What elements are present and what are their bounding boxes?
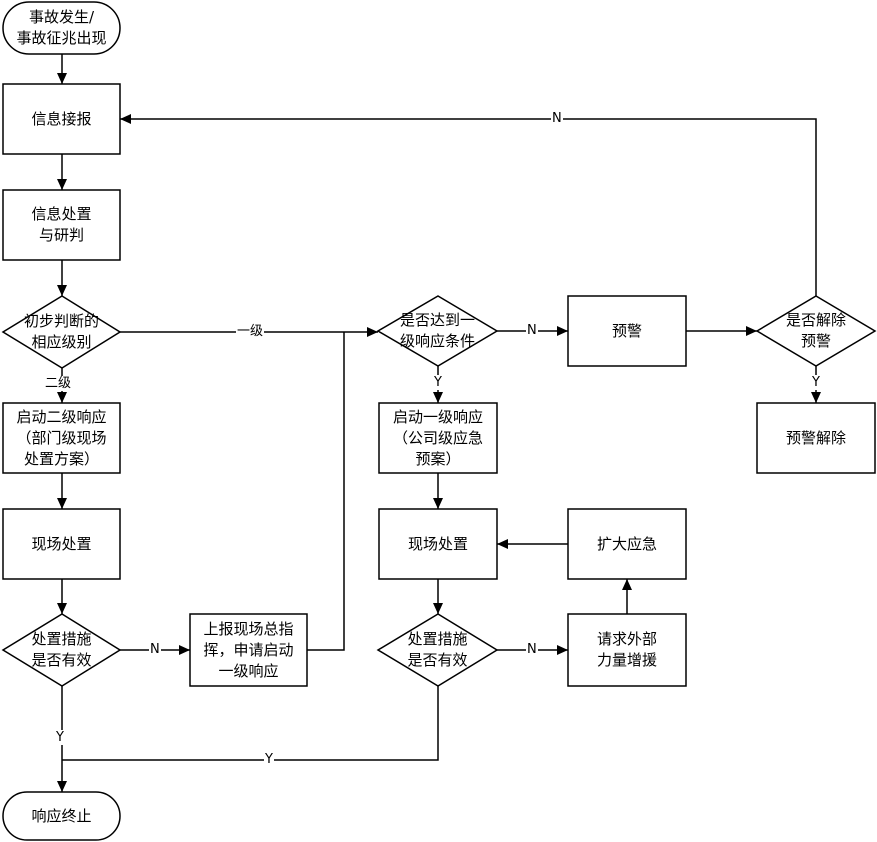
edge-label-yes-end-left: Y: [55, 730, 65, 745]
edge-label-no-escalate: N: [149, 642, 161, 657]
edge-label-yes-end-right: Y: [264, 752, 274, 767]
onsite-right-label: 现场处置: [407, 534, 468, 553]
analyze-box: [2, 189, 121, 261]
expand-box: [567, 508, 687, 580]
warning-box: [567, 295, 687, 367]
edge-lifted-q-report: [120, 114, 817, 296]
warning-lifted-box: [756, 402, 876, 474]
effective-left-label: 处置措施 是否有效: [31, 630, 92, 669]
end-label: 响应终止: [31, 806, 92, 825]
warning-label: 预警: [611, 321, 642, 340]
reach-level1-label: 是否达到一 级响应条件: [399, 311, 475, 350]
start-level2-box: [2, 402, 121, 474]
warning-lifted-q-label: 是否解除 预警: [785, 311, 846, 350]
report-label: 信息接报: [31, 109, 92, 128]
edge-label-level1: 一级: [236, 324, 265, 339]
start-level2-label: 启动二级响应 （部门级现场 处置方案）: [16, 407, 107, 468]
onsite-left-box: [2, 508, 121, 580]
edge-effective-right-end: [62, 686, 439, 761]
analyze-label: 信息处置 与研判: [31, 205, 92, 244]
start-label: 事故发生/ 事故征兆出现: [16, 8, 107, 47]
edge-label-yes-level1: Y: [433, 375, 443, 390]
judge-level-label: 初步判断的 相应级别: [23, 312, 99, 351]
start-level1-label: 启动一级响应 （公司级应急 预案）: [392, 407, 483, 468]
onsite-left-label: 现场处置: [31, 534, 92, 553]
edge-label-level2: 二级: [44, 376, 73, 391]
edge-label-no-warning: N: [526, 323, 538, 338]
onsite-right-box: [378, 508, 498, 580]
effective-right-label: 处置措施 是否有效: [407, 630, 468, 669]
warning-lifted-label: 预警解除: [785, 428, 846, 447]
edge-label-no-help: N: [526, 642, 538, 657]
expand-label: 扩大应急: [596, 534, 657, 553]
edge-label-yes-lifted: Y: [811, 375, 821, 390]
edge-escalate-reach: [307, 332, 345, 651]
request-help-label: 请求外部 力量增援: [596, 630, 657, 669]
escalate-label: 上报现场总指 挥，申请启动 一级响应: [203, 619, 294, 680]
edge-label-no-report: N: [551, 111, 563, 126]
